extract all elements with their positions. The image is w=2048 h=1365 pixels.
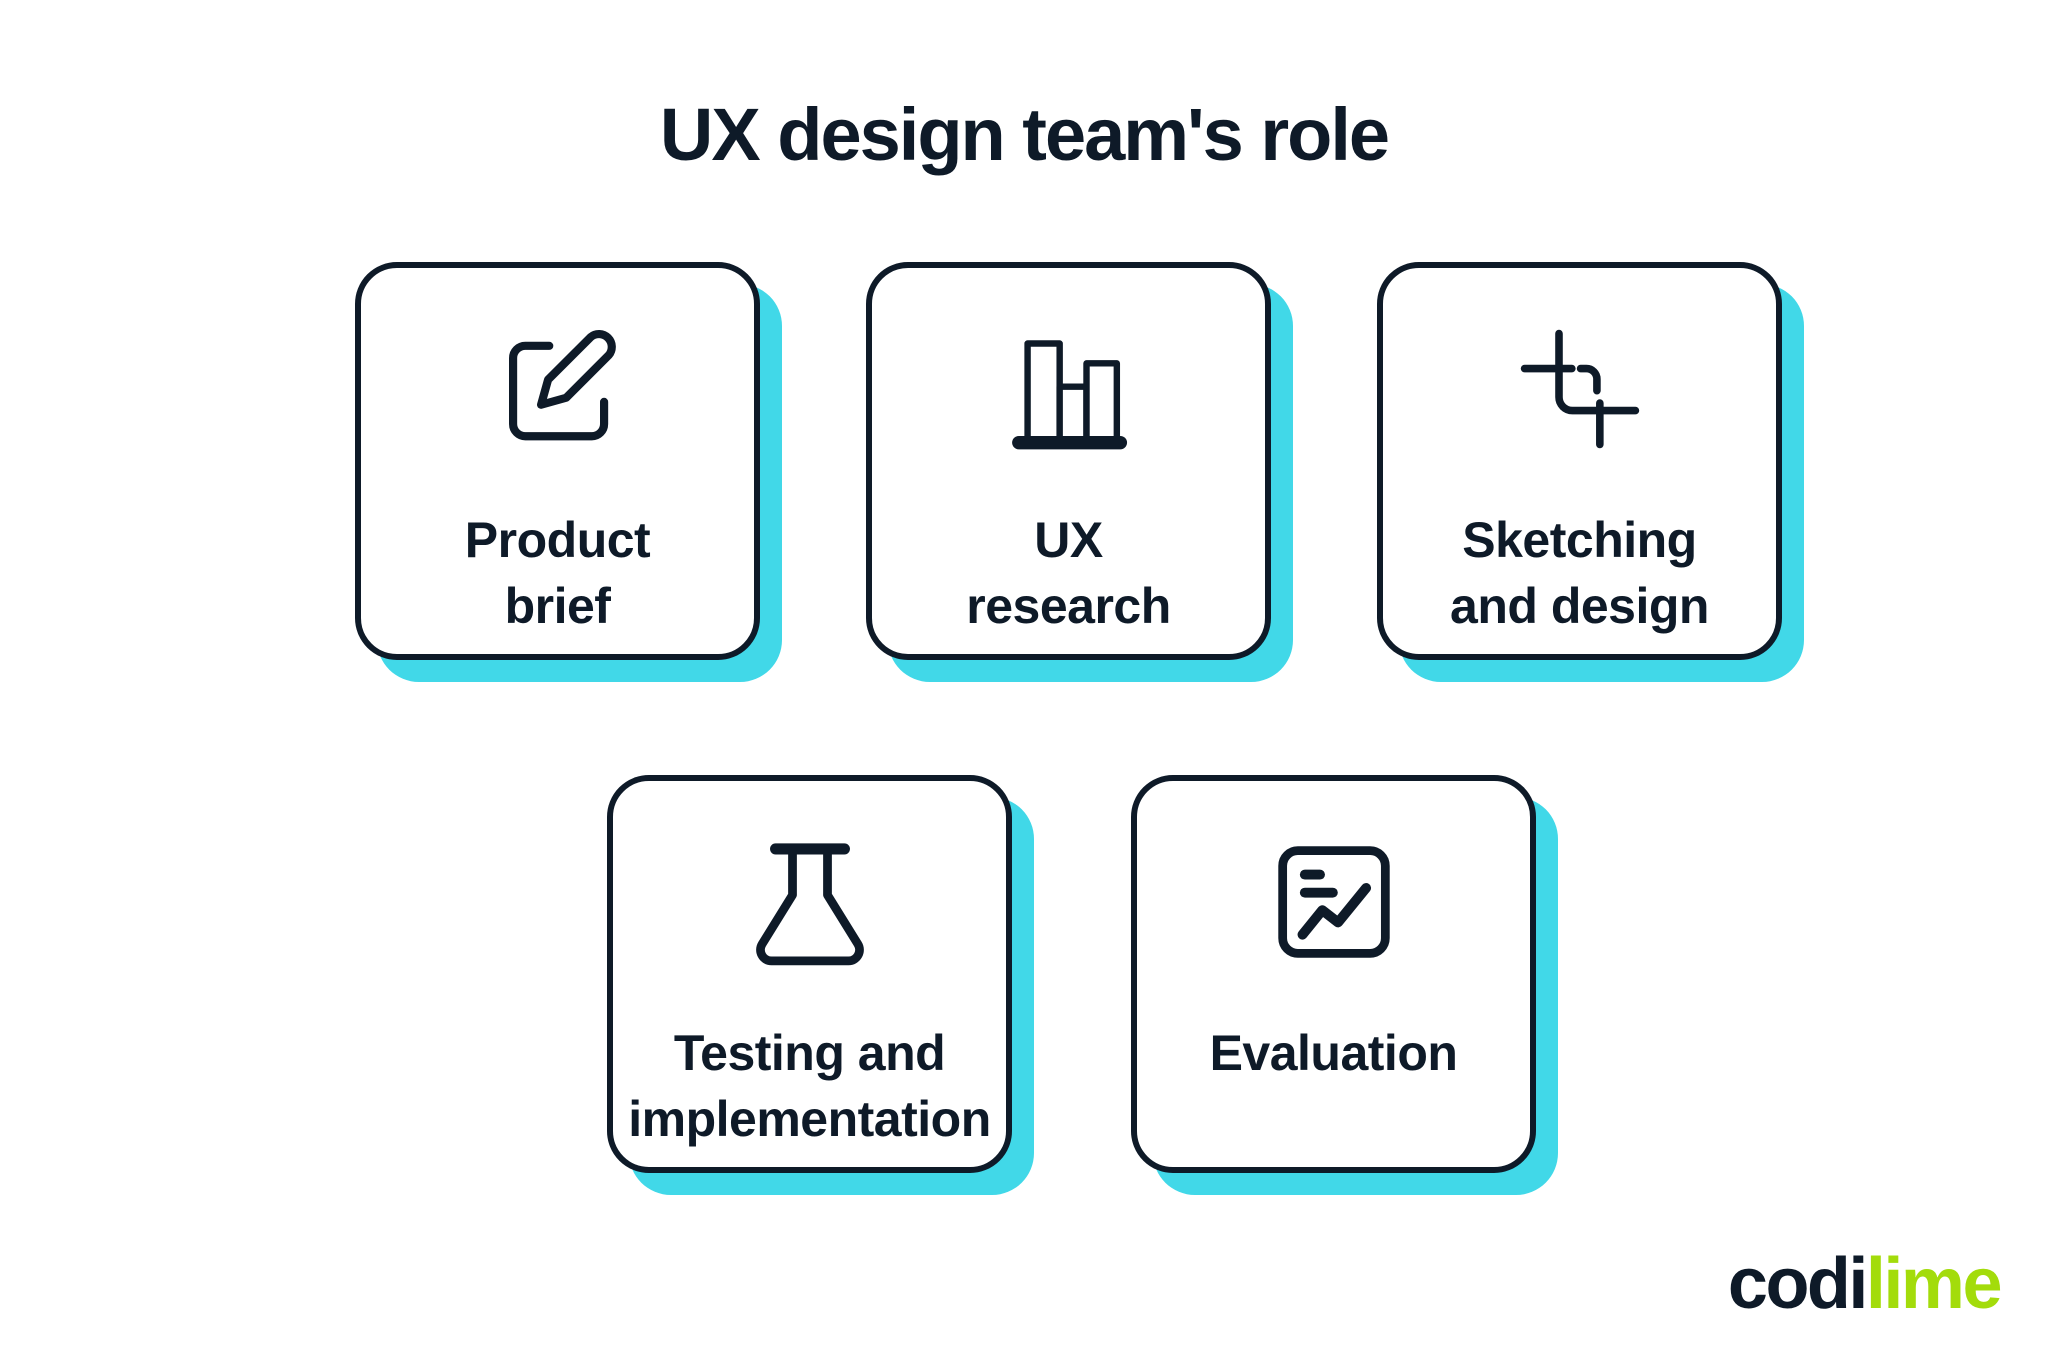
card-testing-implementation: Testing and implementation xyxy=(607,775,1012,1173)
codilime-logo: codilime xyxy=(1727,1243,2003,1325)
flask-icon xyxy=(737,829,882,974)
card-label: Product brief xyxy=(464,512,651,634)
card-row-top: Product brief UX research xyxy=(355,262,1782,660)
logo-text-codi: codi xyxy=(1727,1244,1869,1324)
logo-text-lime: lime xyxy=(1865,1244,2003,1324)
card-label: UX research xyxy=(966,512,1171,634)
card-label: Testing and implementation xyxy=(628,1025,991,1147)
card-label: Sketching and design xyxy=(1450,512,1709,634)
card-product-brief: Product brief xyxy=(355,262,760,660)
bar-chart-icon xyxy=(996,316,1141,461)
crop-icon xyxy=(1507,316,1652,461)
page-title: UX design team's role xyxy=(659,93,1390,176)
card-evaluation: Evaluation xyxy=(1131,775,1536,1173)
edit-icon xyxy=(485,316,630,461)
line-chart-icon xyxy=(1261,829,1406,974)
card-row-bottom: Testing and implementation Evaluation xyxy=(607,775,1536,1173)
card-label: Evaluation xyxy=(1209,1025,1458,1081)
card-ux-research: UX research xyxy=(866,262,1271,660)
card-sketching-and-design: Sketching and design xyxy=(1377,262,1782,660)
